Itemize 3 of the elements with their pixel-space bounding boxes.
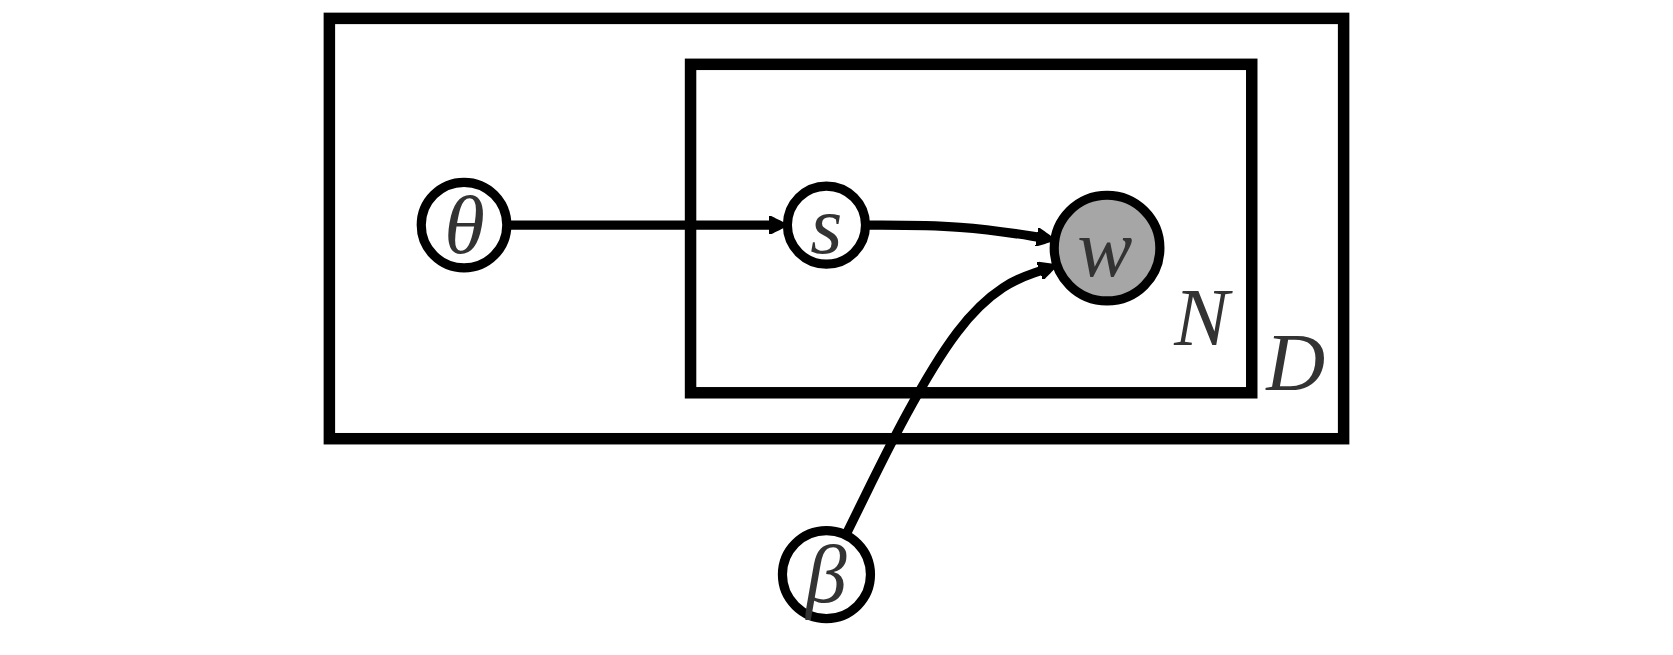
node-circle: s — [782, 181, 871, 269]
node-circle: w — [1049, 190, 1165, 306]
node-circle: β — [777, 526, 876, 624]
